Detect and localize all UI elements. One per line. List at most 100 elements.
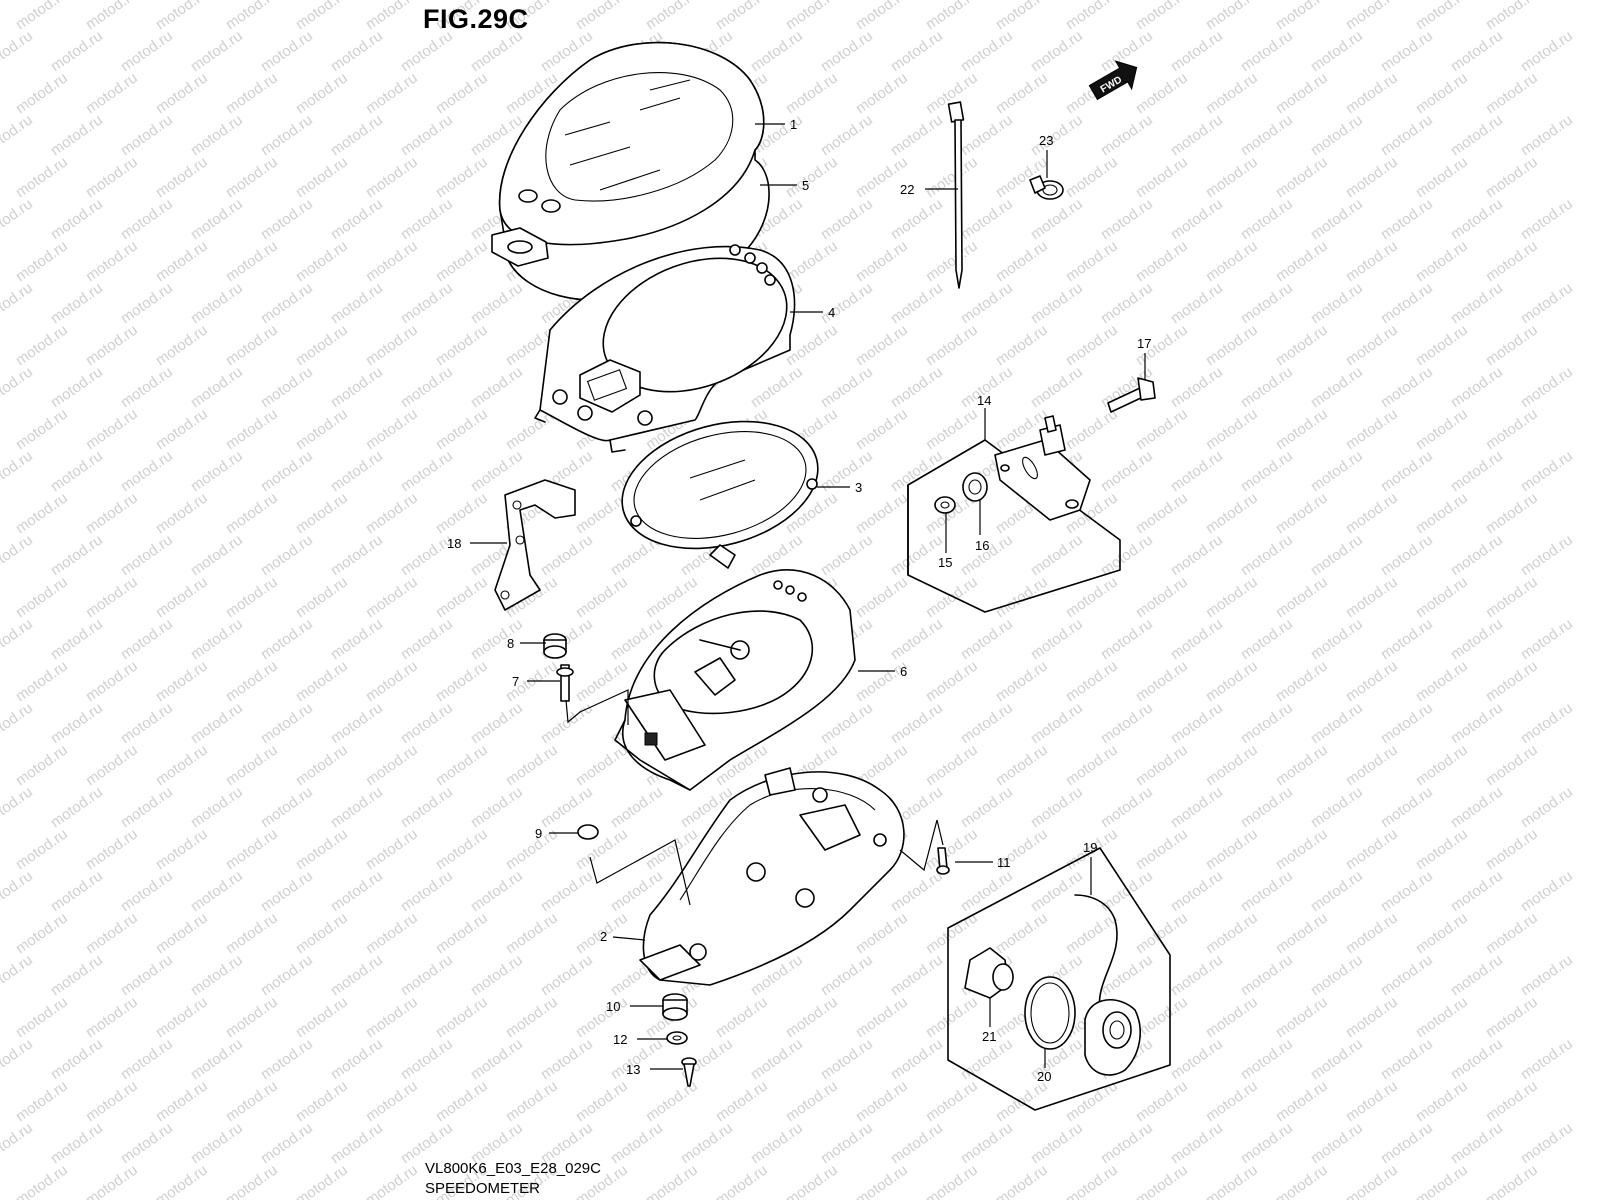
watermark-text: motod.ru: [1133, 489, 1191, 537]
watermark-text: motod.ru: [1273, 993, 1331, 1041]
watermark-text: motod.ru: [1378, 531, 1436, 579]
watermark-text: motod.ru: [1308, 279, 1366, 327]
watermark-text: motod.ru: [223, 405, 281, 453]
watermark-text: motod.ru: [1028, 279, 1086, 327]
watermark-text: motod.ru: [223, 237, 281, 285]
watermark-text: motod.ru: [13, 489, 71, 537]
watermark-text: motod.ru: [293, 237, 351, 285]
watermark-text: motod.ru: [993, 909, 1051, 957]
watermark-text: motod.ru: [258, 783, 316, 831]
watermark-text: motod.ru: [1098, 867, 1156, 915]
watermark-text: motod.ru: [468, 447, 526, 495]
watermark-text: motod.ru: [853, 1077, 911, 1125]
watermark-text: motod.ru: [1308, 783, 1366, 831]
watermark-text: motod.ru: [398, 951, 456, 999]
callout-19-label: 19: [1083, 840, 1097, 855]
watermark-text: motod.ru: [1203, 909, 1261, 957]
watermark-text: motod.ru: [0, 909, 1, 957]
watermark-text: motod.ru: [1308, 531, 1366, 579]
watermark-text: motod.ru: [188, 1035, 246, 1083]
watermark-text: motod.ru: [0, 573, 1, 621]
watermark-text: motod.ru: [0, 1119, 36, 1167]
watermark-text: motod.ru: [363, 153, 421, 201]
watermark-text: motod.ru: [888, 951, 946, 999]
watermark-text: motod.ru: [118, 447, 176, 495]
watermark-text: motod.ru: [293, 741, 351, 789]
part-cap-9: [577, 824, 599, 840]
watermark-text: motod.ru: [1028, 111, 1086, 159]
watermark-text: motod.ru: [48, 531, 106, 579]
watermark-text: motod.ru: [888, 1119, 946, 1167]
watermark-text: motod.ru: [1413, 405, 1471, 453]
watermark-text: motod.ru: [888, 615, 946, 663]
watermark-text: motod.ru: [1273, 153, 1331, 201]
watermark-text: motod.ru: [1448, 27, 1506, 75]
watermark-text: motod.ru: [1343, 741, 1401, 789]
watermark-text: motod.ru: [433, 741, 491, 789]
watermark-text: motod.ru: [713, 1077, 771, 1125]
callout-16-label: 16: [975, 538, 989, 553]
watermark-text: motod.ru: [1483, 405, 1541, 453]
watermark-text: motod.ru: [888, 363, 946, 411]
watermark-text: motod.ru: [1238, 195, 1296, 243]
watermark-text: motod.ru: [293, 1161, 351, 1200]
watermark-text: motod.ru: [783, 237, 841, 285]
watermark-text: motod.ru: [1273, 405, 1331, 453]
watermark-text: motod.ru: [923, 741, 981, 789]
part-cable-tie: [947, 101, 965, 289]
watermark-text: motod.ru: [1518, 447, 1576, 495]
watermark-text: motod.ru: [1063, 0, 1121, 33]
watermark-text: motod.ru: [1413, 993, 1471, 1041]
watermark-text: motod.ru: [293, 573, 351, 621]
part-screw-11: [936, 847, 950, 875]
watermark-text: motod.ru: [468, 867, 526, 915]
watermark-text: motod.ru: [1203, 741, 1261, 789]
watermark-text: motod.ru: [48, 111, 106, 159]
callout-5: 5: [760, 178, 809, 193]
watermark-text: motod.ru: [503, 1077, 561, 1125]
watermark-text: motod.ru: [83, 69, 141, 117]
watermark-text: motod.ru: [1343, 0, 1401, 33]
watermark-text: motod.ru: [818, 447, 876, 495]
watermark-text: motod.ru: [1518, 783, 1576, 831]
part-sensor-plate: [994, 415, 1091, 521]
watermark-text: motod.ru: [1308, 615, 1366, 663]
callout-12: 12: [613, 1032, 668, 1047]
callout-20-label: 20: [1037, 1069, 1051, 1084]
watermark-text: motod.ru: [153, 1161, 211, 1200]
watermark-text: motod.ru: [853, 909, 911, 957]
watermark-text: motod.ru: [118, 951, 176, 999]
watermark-text: motod.ru: [328, 783, 386, 831]
callout-8-label: 8: [507, 636, 514, 651]
watermark-text: motod.ru: [293, 993, 351, 1041]
watermark-text: motod.ru: [1518, 867, 1576, 915]
watermark-text: motod.ru: [363, 741, 421, 789]
watermark-text: motod.ru: [1518, 699, 1576, 747]
callout-10: 10: [606, 999, 663, 1014]
watermark-text: motod.ru: [1413, 69, 1471, 117]
watermark-text: motod.ru: [993, 573, 1051, 621]
watermark-text: motod.ru: [48, 699, 106, 747]
watermark-text: motod.ru: [1273, 1077, 1331, 1125]
watermark-text: motod.ru: [223, 825, 281, 873]
watermark-text: motod.ru: [1238, 531, 1296, 579]
callout-15: 15: [938, 513, 952, 570]
watermark-text: motod.ru: [923, 993, 981, 1041]
watermark-text: motod.ru: [1133, 1161, 1191, 1200]
watermark-text: motod.ru: [1378, 195, 1436, 243]
watermark-text: motod.ru: [223, 321, 281, 369]
watermark-text: motod.ru: [13, 1161, 71, 1200]
watermark-text: motod.ru: [433, 153, 491, 201]
watermark-text: motod.ru: [1413, 153, 1471, 201]
watermark-text: motod.ru: [783, 69, 841, 117]
watermark-text: motod.ru: [853, 573, 911, 621]
watermark-text: motod.ru: [258, 699, 316, 747]
watermark-text: motod.ru: [1518, 27, 1576, 75]
watermark-text: motod.ru: [1203, 69, 1261, 117]
watermark-text: motod.ru: [888, 195, 946, 243]
watermark-text: motod.ru: [118, 699, 176, 747]
watermark-text: motod.ru: [958, 615, 1016, 663]
callout-22: 22: [900, 182, 958, 197]
watermark-text: motod.ru: [573, 657, 631, 705]
watermark-text: motod.ru: [1343, 237, 1401, 285]
